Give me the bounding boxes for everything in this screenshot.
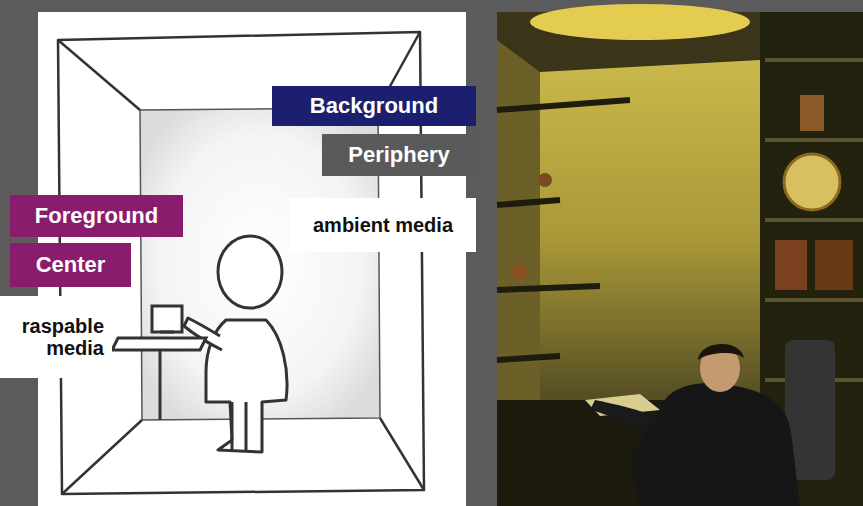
zone-label: Foreground — [10, 195, 183, 237]
label-text: Center — [18, 253, 123, 277]
zone-label: Center — [10, 243, 131, 287]
label-text: Foreground — [18, 204, 175, 228]
zone-label: Background — [272, 86, 476, 126]
media-label: raspable media — [0, 296, 112, 378]
label-text: Background — [280, 94, 468, 118]
office-photo — [497, 4, 863, 506]
zone-label: Periphery — [322, 134, 476, 176]
label-text: raspable media — [4, 315, 104, 359]
label-text: Periphery — [330, 143, 468, 167]
label-text: ambient media — [296, 214, 470, 236]
desk-sketch — [112, 306, 206, 420]
media-label: ambient media — [290, 198, 476, 252]
